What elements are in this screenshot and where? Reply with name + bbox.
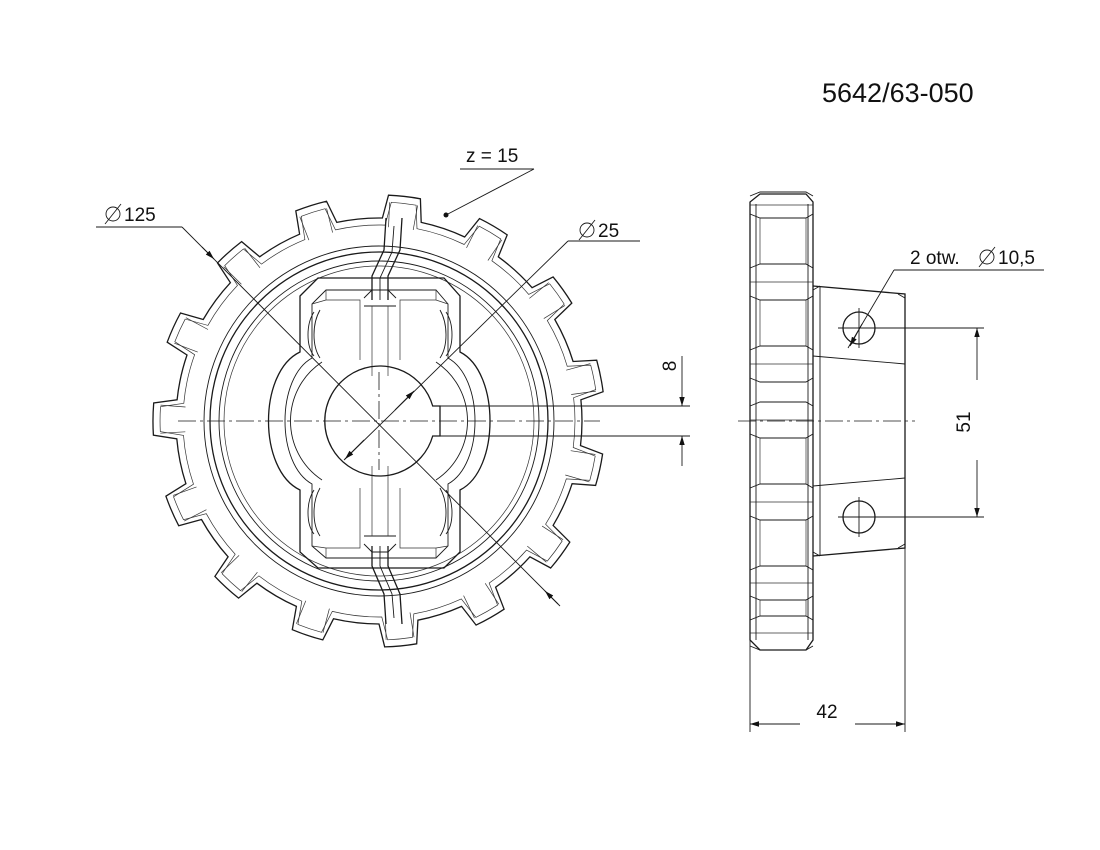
side-tooth-band — [749, 615, 814, 651]
hole-diameter-value: 10,5 — [998, 248, 1035, 269]
tooth-edge-line — [527, 545, 547, 563]
tooth-edge-line — [571, 390, 596, 395]
hub-left-arc — [290, 361, 323, 481]
teeth-count-label: z = 15 — [466, 146, 518, 167]
hub-upper-boss-line — [812, 355, 906, 365]
bore-label: 25 — [578, 219, 619, 242]
hub-bottom-chamfer — [812, 543, 906, 557]
side-tooth-flank — [759, 218, 807, 264]
od-label: 125 — [104, 203, 156, 226]
width-value: 42 — [816, 702, 837, 723]
side-teeth — [749, 191, 814, 651]
rim-circle — [203, 245, 555, 597]
tooth-edge-line — [244, 247, 261, 269]
tooth-edge-line — [487, 239, 503, 261]
bore-dimension-line — [343, 240, 569, 461]
side-tooth-outline — [749, 193, 814, 651]
tooth-edge-line — [541, 525, 564, 540]
lower-right-slot — [439, 487, 453, 537]
holes-leader-arrow — [849, 323, 863, 347]
tooth-edge-line — [565, 474, 590, 483]
tooth-edge-line — [220, 555, 240, 573]
bore-arrow-bottom — [344, 439, 365, 460]
tooth-edge-line — [566, 363, 591, 371]
tooth-edge-line — [388, 202, 391, 228]
tooth-edge-line — [174, 342, 198, 353]
tooth-edge-line — [484, 583, 500, 605]
side-tooth-flank — [759, 600, 807, 616]
side-tooth-band — [749, 483, 814, 521]
od-arrow-bottom — [544, 590, 561, 607]
side-tooth-band — [749, 263, 814, 301]
od-dimension-line — [181, 226, 559, 605]
holes-label: 2 otw. 10,5 — [910, 246, 1035, 269]
split-rib-lower — [363, 535, 397, 553]
split-line-mid — [379, 225, 395, 619]
tooth-edge-line — [322, 608, 330, 633]
side-tooth-flank — [759, 438, 807, 484]
tooth-edge-lines — [160, 202, 596, 640]
side-tooth-band — [749, 401, 814, 439]
hole-spacing-value: 51 — [954, 411, 975, 432]
tooth-edge-line — [299, 216, 310, 241]
tooth-edge-line — [466, 225, 479, 249]
tooth-edge-line — [223, 266, 242, 285]
part-number-title: 5642/63-050 — [822, 78, 974, 108]
tooth-edge-line — [463, 595, 475, 619]
side-tooth-band — [749, 565, 814, 601]
tooth-edge-line — [409, 612, 415, 638]
hub-cross-inner — [284, 289, 476, 559]
side-tooth-flank — [759, 520, 807, 566]
keyway-value: 8 — [660, 361, 681, 372]
split-rib-upper — [363, 289, 397, 307]
lower-left-slot — [307, 487, 321, 537]
tooth-edge-line — [412, 205, 418, 231]
tooth-edge-line — [570, 450, 596, 455]
tooth-edge-line — [326, 208, 333, 233]
side-tooth-band — [749, 191, 814, 219]
bore-arrow-top — [394, 390, 415, 411]
sprocket-teeth — [152, 194, 604, 648]
hub-lower-boss-line — [812, 477, 906, 487]
tooth-edge-line — [241, 571, 258, 592]
od-arrow-top — [201, 246, 215, 260]
side-tooth-flank — [759, 300, 807, 346]
hub-cross-outline — [267, 277, 491, 569]
tooth-edge-line — [529, 282, 549, 299]
front-view: 125 25 z = 15 8 — [96, 146, 690, 648]
bore-with-keyway — [324, 365, 441, 477]
holes-count: 2 otw. — [910, 248, 960, 269]
upper-left-slot — [307, 309, 321, 359]
side-view: 51 2 otw. 10,5 42 — [738, 191, 1044, 732]
teeth-leader-line — [445, 168, 535, 216]
split-line-left — [371, 217, 387, 625]
tooth-edge-line — [296, 600, 307, 624]
tooth-edge-line — [160, 404, 186, 408]
tooth-edge-line — [160, 431, 186, 434]
vertical-rib-lines — [371, 306, 389, 536]
od-value: 125 — [124, 205, 156, 226]
tooth-edge-line — [543, 305, 566, 319]
bore-value: 25 — [598, 221, 619, 242]
tooth-edge-line — [184, 509, 207, 522]
tooth-edge-line — [185, 317, 209, 330]
pocket-lower — [311, 488, 449, 558]
hub-right-arc — [435, 361, 468, 481]
hub-top-chamfer — [812, 285, 906, 299]
side-tooth-band — [749, 345, 814, 383]
pocket-upper-left — [311, 290, 449, 360]
teeth-leader-dot — [443, 212, 449, 218]
tooth-edge-line — [172, 486, 197, 496]
sprocket-teeth-inner-edge — [159, 201, 597, 641]
upper-right-slot — [439, 309, 453, 359]
split-line-right — [387, 217, 403, 625]
